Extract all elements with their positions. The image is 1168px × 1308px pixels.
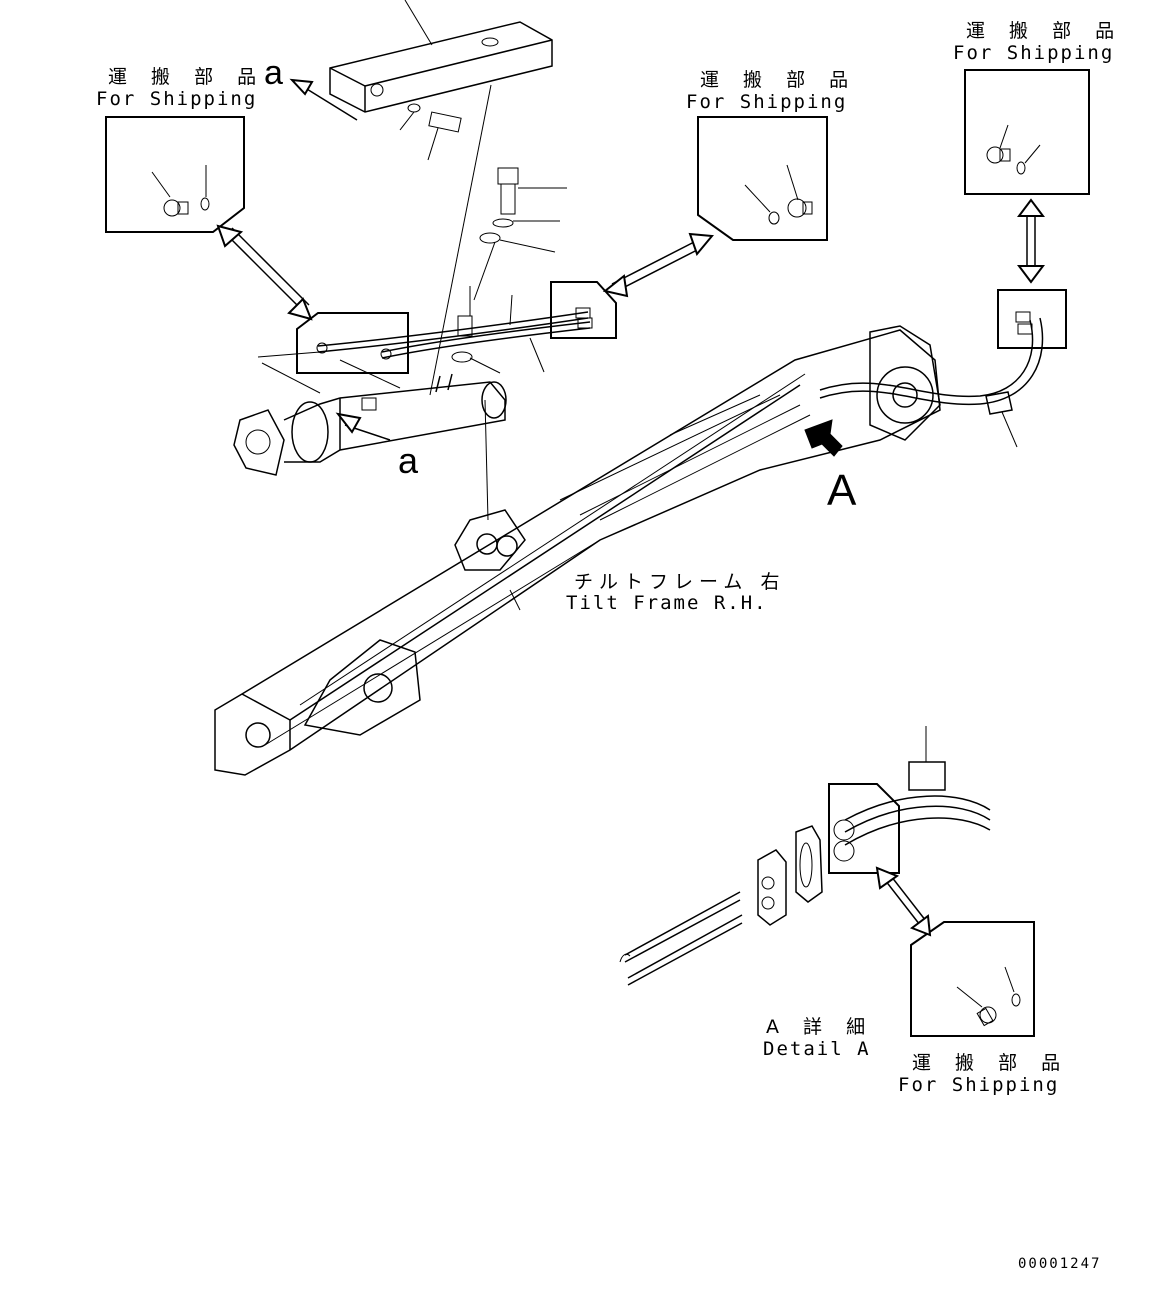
cover-plate-part	[329, 0, 553, 396]
hose-upper	[257, 307, 593, 394]
double-arrow-detail-a	[875, 866, 932, 937]
detail-a-drawing	[619, 726, 991, 986]
view-arrow-A	[804, 419, 843, 457]
shipping-box-bottom-right	[910, 921, 1035, 1037]
drawing-number: 00001247	[1018, 1256, 1102, 1272]
view-marker-a-cylinder: a	[398, 440, 419, 481]
double-arrow-left	[216, 224, 313, 321]
shipping-label-bottom-right-ja: 運 搬 部 品	[912, 1052, 1070, 1074]
shipping-box-top-right	[964, 69, 1090, 195]
view-arrow-a-cylinder	[335, 412, 391, 441]
shipping-label-top-left-en: For Shipping	[96, 88, 258, 110]
shipping-label-top-center-en: For Shipping	[686, 91, 848, 113]
shipping-box-top-center	[697, 116, 828, 241]
tilt-frame-label-ja: チルトフレーム 右	[574, 571, 786, 593]
view-arrow-a-top	[289, 78, 358, 121]
hose-right	[819, 311, 1044, 448]
shipping-label-top-center-ja: 運 搬 部 品	[700, 69, 858, 91]
shipping-label-top-right-en: For Shipping	[953, 42, 1115, 64]
detail-a-label-en: Detail A	[763, 1038, 871, 1060]
double-arrow-center	[602, 232, 714, 298]
view-marker-A: A	[827, 466, 857, 515]
tilt-frame-leader	[509, 589, 521, 611]
detail-a-label-ja: A 詳 細	[766, 1016, 875, 1038]
double-arrow-right	[1017, 198, 1045, 284]
view-marker-a-top: a	[264, 54, 283, 92]
tilt-cylinder-part	[233, 373, 507, 476]
detail-box-hose-a	[828, 783, 900, 874]
tilt-frame-part	[214, 325, 941, 776]
shipping-label-top-left-ja: 運 搬 部 品	[108, 66, 266, 88]
shipping-label-bottom-right-en: For Shipping	[898, 1074, 1060, 1096]
shipping-label-top-right-ja: 運 搬 部 品	[966, 20, 1124, 42]
shipping-box-top-left	[105, 116, 245, 233]
bolt-assembly	[451, 167, 567, 374]
tilt-frame-label-en: Tilt Frame R.H.	[566, 592, 768, 614]
